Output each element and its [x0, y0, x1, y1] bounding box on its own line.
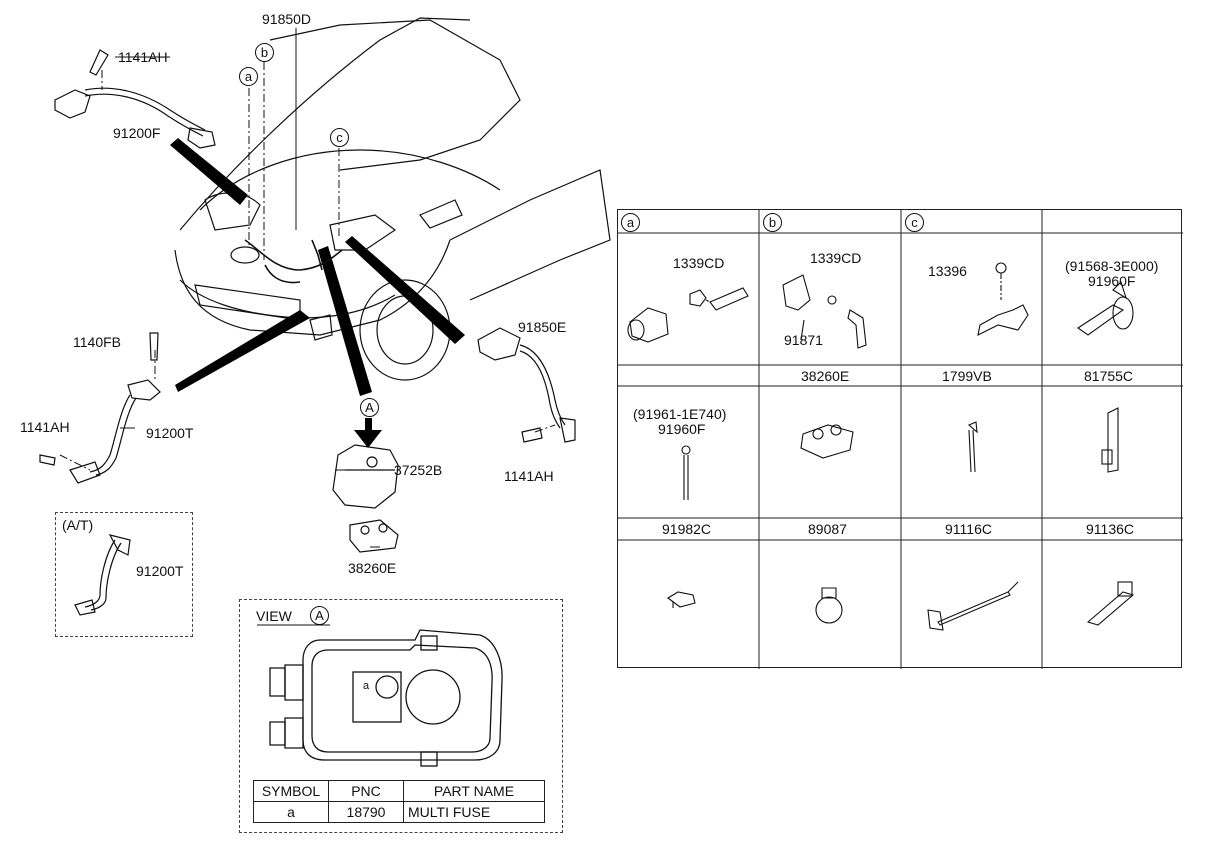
fuse-table: SYMBOL PNC PART NAME a 18790 MULTI FUSE [253, 780, 545, 823]
callout-91200F: 91200F [113, 125, 161, 141]
callout-91850E: 91850E [518, 319, 567, 335]
callout-1141AH: 1141AH [504, 468, 554, 484]
grid-marker-a: a [621, 213, 640, 232]
grid-marker-b: b [763, 213, 782, 232]
table-row: a 18790 MULTI FUSE [253, 801, 545, 823]
callout-1141AH: 1141AH [20, 419, 70, 435]
callout-91850D: 91850D [262, 11, 312, 27]
part-label: 91982C [662, 521, 712, 537]
parts-grid-lines [618, 210, 1183, 669]
view-marker-A: A [310, 606, 329, 625]
car-headlight-right [329, 214, 397, 251]
part-label: 38260E [801, 368, 850, 384]
view-a-box: VIEW A a [239, 599, 563, 833]
car-side [449, 169, 611, 301]
part-label: 1799VB [942, 368, 992, 384]
part-label: 1339CD [810, 250, 862, 266]
callout-1140FB: 1140FB [73, 334, 121, 350]
table-cell: a [253, 801, 329, 823]
callout-38260E: 38260E [348, 560, 397, 576]
car-hood-outline [179, 17, 471, 231]
part-label: 89087 [808, 521, 847, 537]
callout-91200T: 91200T [146, 425, 194, 441]
arrow-down-icon [354, 418, 382, 448]
at-label: (A/T) [62, 517, 94, 533]
callout-37252B: 37252B [394, 462, 443, 478]
part-label: (91568-3E000) [1065, 258, 1159, 274]
car-hood-line [199, 149, 501, 211]
part-label: (91961-1E740) [633, 406, 727, 422]
table-header: PNC [328, 780, 404, 802]
fuse-box-cover [332, 444, 399, 509]
car-windshield [269, 19, 521, 171]
part-label: 91960F [658, 421, 706, 437]
part-label: 1339CD [673, 255, 725, 271]
table-header-row: SYMBOL PNC PART NAME [253, 780, 545, 802]
marker-A: A [360, 398, 379, 417]
parts-grid: a b c 1339CD 1339CD 91871 13396 (91568-3… [617, 209, 1183, 669]
part-label: 13396 [928, 263, 967, 279]
car-mirror [419, 199, 463, 229]
grid-marker-c: c [905, 213, 924, 232]
part-label: 91116C [945, 521, 992, 537]
marker-c: c [330, 128, 349, 147]
part-label: 81755C [1084, 368, 1134, 384]
fuse-slot-label: a [363, 680, 370, 692]
marker-b: b [255, 43, 274, 62]
table-header: SYMBOL [253, 780, 329, 802]
part-label: 91960F [1088, 273, 1136, 289]
table-header: PART NAME [403, 780, 545, 802]
table-cell: MULTI FUSE [403, 801, 545, 823]
marker-a: a [239, 67, 258, 86]
table-cell: 18790 [328, 801, 404, 823]
callout-1141AH: 1141AH [118, 49, 168, 65]
part-label: 91136C [1086, 521, 1135, 537]
view-title: VIEW [256, 608, 292, 624]
callout-91200T-at: 91200T [136, 563, 184, 579]
part-label: 91871 [784, 332, 823, 348]
at-variant-box: (A/T) 91200T [55, 512, 193, 637]
